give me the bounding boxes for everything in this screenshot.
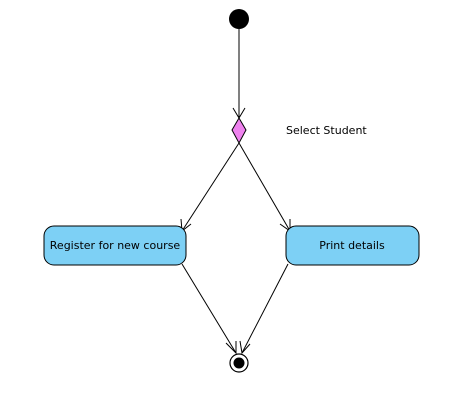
action-print[interactable]: Print details bbox=[285, 225, 420, 266]
edge-print-to-end bbox=[241, 263, 289, 354]
decision-label: Select Student bbox=[286, 124, 367, 137]
edge-decision-to-register bbox=[181, 142, 240, 232]
final-node-core bbox=[233, 357, 245, 369]
action-print-box[interactable] bbox=[285, 225, 420, 266]
decision-node[interactable] bbox=[231, 117, 247, 145]
arrowhead-end-right bbox=[239, 340, 251, 355]
initial-node[interactable] bbox=[229, 9, 249, 29]
flow-edges bbox=[180, 29, 291, 355]
action-register[interactable]: Register for new course bbox=[43, 225, 187, 266]
action-register-label: Register for new course bbox=[50, 239, 181, 252]
arrowhead-end-left bbox=[225, 341, 237, 355]
edge-register-to-end bbox=[181, 263, 237, 354]
final-node[interactable] bbox=[229, 353, 249, 373]
action-print-label: Print details bbox=[319, 239, 385, 252]
action-register-box[interactable] bbox=[43, 225, 187, 266]
edge-decision-to-print bbox=[238, 142, 291, 232]
